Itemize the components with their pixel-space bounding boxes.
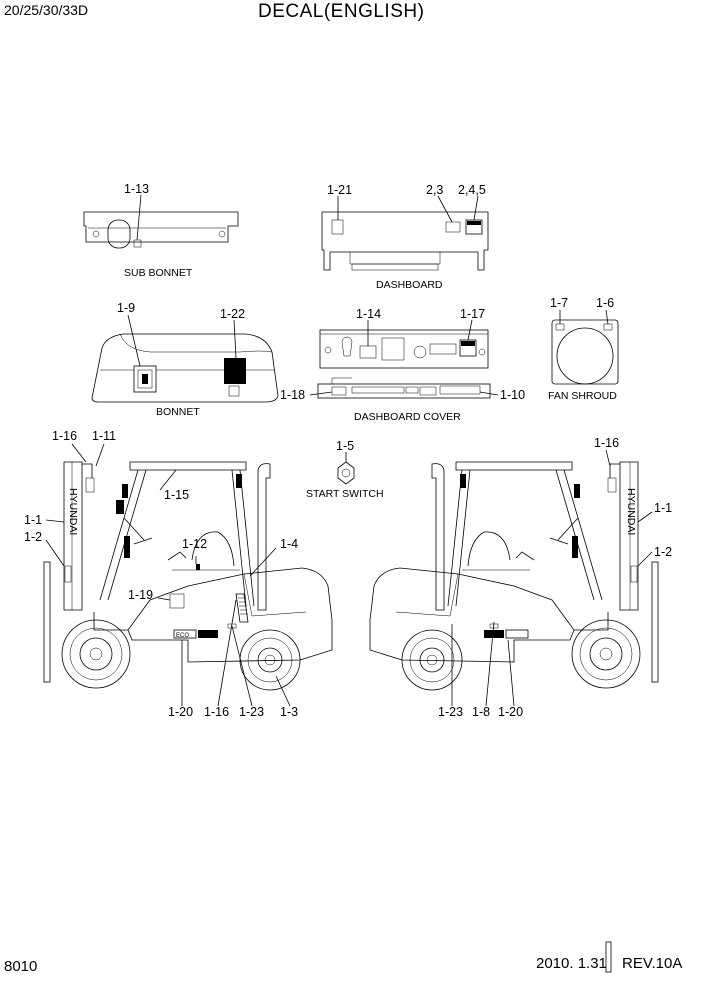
callout-cover-4: 1-10 — [500, 388, 525, 402]
callout-dashboard-1: 1-21 — [327, 183, 352, 197]
caption-dashboard: DASHBOARD — [376, 279, 443, 291]
caption-sub-bonnet: SUB BONNET — [124, 267, 193, 279]
dashboard-drawing: 1-21 2,3 2,4,5 DASHBOARD — [321, 183, 489, 291]
left-callout-2: 1-11 — [92, 429, 116, 443]
fan-shroud-drawing: 1-7 1-6 FAN SHROUD — [548, 296, 619, 402]
right-callout-4: 1-23 — [438, 705, 463, 719]
left-callout-12: 1-3 — [280, 705, 298, 719]
right-callout-1: 1-16 — [594, 436, 619, 450]
sub-bonnet-drawing: 1-13 SUB BONNET — [83, 182, 239, 279]
bonnet-drawing: 1-9 1-22 BONNET — [91, 301, 279, 418]
page-code: 8010 — [4, 958, 38, 975]
right-forklift-drawing: HYUNDAI 1-16 1-1 1-2 1-23 1-8 1-20 — [369, 436, 672, 719]
callout-dashboard-2: 2,3 — [426, 183, 443, 197]
page-title: DECAL(ENGLISH) — [258, 1, 425, 22]
callout-fan-1: 1-7 — [550, 296, 568, 310]
right-callout-6: 1-20 — [498, 705, 523, 719]
callout-cover-1: 1-14 — [356, 307, 381, 321]
left-callout-4: 1-1 — [24, 513, 42, 527]
caption-bonnet: BONNET — [156, 406, 200, 418]
left-callout-10: 1-16 — [204, 705, 229, 719]
left-callout-11: 1-23 — [239, 705, 264, 719]
model-header: 20/25/30/33D — [4, 2, 89, 18]
revision-mark — [605, 941, 612, 973]
callout-bonnet-1: 1-9 — [117, 301, 135, 315]
left-callout-9: 1-20 — [168, 705, 193, 719]
left-callout-1: 1-16 — [52, 429, 77, 443]
callout-bonnet-2: 1-22 — [220, 307, 245, 321]
left-callout-5: 1-2 — [24, 530, 42, 544]
right-callout-2: 1-1 — [654, 501, 672, 515]
start-switch-drawing: 1-5 START SWITCH — [306, 439, 384, 500]
right-callout-5: 1-8 — [472, 705, 490, 719]
left-callout-8: 1-19 — [128, 588, 153, 602]
left-callout-7: 1-4 — [280, 537, 298, 551]
left-callout-6: 1-12 — [182, 537, 207, 551]
callout-start-switch: 1-5 — [336, 439, 354, 453]
dashboard-cover-drawing: 1-14 1-17 1-18 1-10 DASHBOARD COVER — [280, 307, 525, 423]
callout-fan-2: 1-6 — [596, 296, 614, 310]
right-callout-3: 1-2 — [654, 545, 672, 559]
callout-dashboard-3: 2,4,5 — [458, 183, 486, 197]
mast-brand-right: HYUNDAI — [625, 488, 637, 535]
left-callout-3: 1-15 — [164, 488, 189, 502]
caption-fan-shroud: FAN SHROUD — [548, 390, 617, 402]
left-forklift-drawing: HYUNDAI ECO — [24, 429, 333, 719]
mast-brand-left: HYUNDAI — [67, 488, 79, 535]
footer-revision: REV.10A — [622, 955, 683, 972]
callout-cover-2: 1-17 — [460, 307, 485, 321]
callout-cover-3: 1-18 — [280, 388, 305, 402]
caption-dashboard-cover: DASHBOARD COVER — [354, 411, 461, 423]
callout-sub-bonnet-1: 1-13 — [124, 182, 149, 196]
svg-text:ECO: ECO — [176, 633, 189, 639]
footer-date: 2010. 1.31 — [536, 955, 607, 972]
caption-start-switch: START SWITCH — [306, 488, 384, 500]
